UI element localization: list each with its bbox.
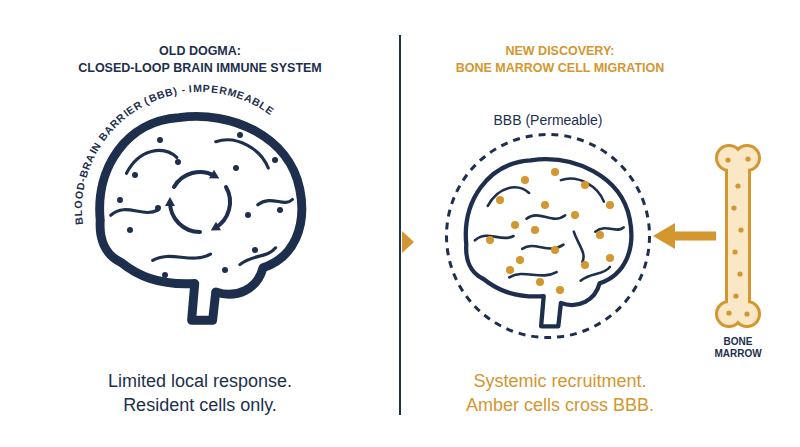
impermeable-barrier: [100, 116, 302, 320]
marrow-cell: [738, 227, 743, 232]
arrow-head: [653, 223, 675, 249]
marrow-cell: [733, 293, 738, 298]
arrow-shaft: [674, 232, 716, 241]
barrier-label: BBB (Permeable): [425, 112, 671, 128]
permeable-barrier-circle: BBB (Permeable): [445, 133, 651, 339]
brain-folds: [111, 140, 293, 265]
bone-marrow-shape-shape: [718, 146, 758, 326]
resident-cells: [117, 132, 283, 278]
bone-body: [718, 147, 758, 325]
brain-outline: [466, 159, 632, 326]
bone-label: BONE MARROW: [703, 336, 773, 360]
divider-pointer: [402, 231, 414, 253]
bone-body: [718, 147, 758, 325]
barrier-letter: M: [193, 82, 203, 95]
closed-loop-arrows: [170, 172, 230, 232]
permeable-barrier: [447, 135, 650, 338]
barrier-letter: O: [72, 200, 85, 209]
barrier-letter: P: [203, 82, 211, 95]
panel-caption: Limited local response. Resident cells o…: [92, 369, 308, 417]
marrow-cell: [744, 311, 749, 316]
barrier-letter: I: [189, 82, 194, 95]
marrow-cell: [731, 205, 736, 210]
marrow-cell: [745, 156, 750, 161]
closed-loop-arrowheads: [165, 170, 221, 231]
marrow-cell: [725, 157, 730, 162]
brain-folds: [475, 179, 624, 281]
barrier-brain-outline-shape: [95, 110, 305, 335]
marrow-cell: [735, 183, 740, 188]
migration-arrow: [653, 223, 716, 249]
bone-part: [728, 158, 748, 314]
barrier-label: BLOOD-BRAIN BARRIER (BBB) - IMPERMEABLE: [95, 110, 364, 123]
panel-divider: [399, 35, 401, 415]
marrow-cell: [737, 271, 742, 276]
bone-marrow-shape: BONE MARROW: [718, 146, 758, 326]
panel-caption: Systemic recruitment. Amber cells cross …: [452, 369, 668, 417]
brain-folds: [522, 215, 583, 261]
barrier-letter: O: [72, 190, 86, 200]
barrier-letter: B: [72, 216, 86, 225]
marrow-cell: [732, 249, 737, 254]
panel-heading: NEW DISCOVERY:: [370, 44, 750, 59]
marrow-cells: [725, 156, 750, 316]
barrier-letter: -: [180, 83, 186, 96]
panel-heading: OLD DOGMA:: [10, 44, 390, 59]
migrating-cells: [486, 168, 614, 294]
panel-subheading: BONE MARROW CELL MIGRATION: [370, 61, 750, 76]
barrier-brain-outline: BLOOD-BRAIN BARRIER (BBB) - IMPERMEABLE: [95, 110, 305, 335]
marrow-cell: [726, 310, 731, 315]
panel-subheading: CLOSED-LOOP BRAIN IMMUNE SYSTEM: [10, 61, 390, 76]
bone-part: [728, 158, 748, 314]
permeable-barrier-circle-shape: [445, 133, 651, 339]
barrier-letter: L: [72, 209, 85, 216]
